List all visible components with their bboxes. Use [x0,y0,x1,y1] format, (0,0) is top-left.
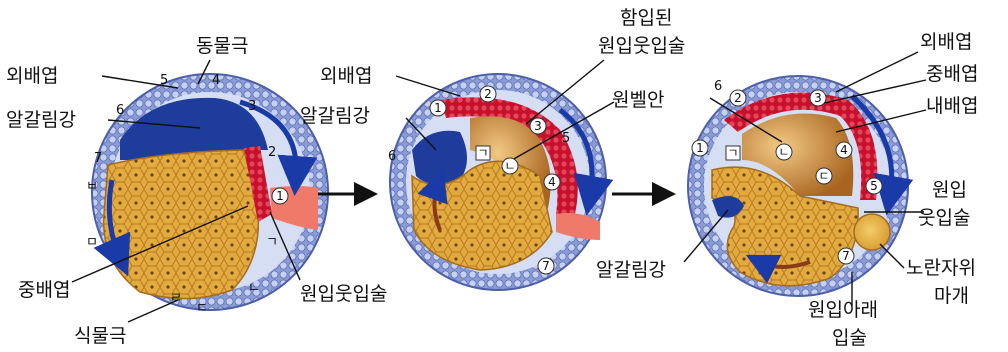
marker-2-3: 3 [534,119,542,133]
label-invaginated-lip-line1: 함입된 [620,7,672,29]
label-invaginated-lip: 함입된 원입웃입술 [598,7,685,57]
marker-3-digeut: ㄷ [818,169,829,183]
label-archenteron: 원벨안 [612,89,664,111]
label-upper-lip-3: 원입 웃입술 [918,179,973,229]
label-yolk-plug-3-line1: 노란자위 [906,257,976,279]
label-ectoderm-3: 외배엽 [920,31,972,53]
marker-1-6: 6 [116,103,124,118]
marker-2-5: 5 [562,131,570,146]
marker-2-7: 7 [542,259,550,273]
panel-2: 외배엽 알갈림강 함입된 원입웃입술 원벨안 1 2 3 4 5 6 7 ㄱ ㄴ [300,7,685,290]
yolk-mass-1 [104,150,259,299]
marker-1-5: 5 [160,73,168,88]
marker-2-giyeok: ㄱ [477,146,488,160]
marker-2-4: 4 [548,175,556,189]
marker-2-2: 2 [484,87,492,101]
marker-1-mieum: ㅁ [86,235,98,250]
leader-ectoderm-3 [836,52,918,92]
label-upper-lip-3-line1: 원입 [932,179,967,201]
marker-1-4: 4 [212,73,220,88]
label-mesoderm-1: 중배엽 [18,279,70,301]
label-lower-lip-3-line2: 입술 [832,327,867,349]
marker-3-6: 6 [714,79,722,94]
label-blastocoel-3: 알갈림강 [596,259,666,281]
marker-1-bieup: ㅂ [86,179,98,194]
marker-3-nieun: ㄴ [778,145,789,159]
panel-3: 외배엽 중배엽 내배엽 원입 웃입술 알갈림강 노란자위 마개 원입아래 입술 … [596,31,982,349]
label-lower-lip-3-line1: 원입아래 [808,299,878,321]
label-yolk-plug-3: 노란자위 마개 [906,257,982,307]
yolk-plug-3 [854,214,890,250]
label-blastopore-lip-1: 원입웃입술 [300,283,387,305]
label-blastocoel-1: 알갈림강 [6,109,76,131]
marker-2-1: 1 [434,101,442,115]
marker-3-3: 3 [814,91,822,105]
marker-1-rieul: ㄹ [170,291,182,306]
marker-2-6: 6 [388,149,396,164]
marker-1-digeut: ㄷ [196,301,208,316]
marker-2-nieun: ㄴ [504,159,515,173]
label-ectoderm-1: 외배엽 [6,65,58,87]
marker-1-2: 2 [268,145,276,160]
label-blastocoel-2: 알갈림강 [300,105,370,127]
marker-3-4: 4 [840,143,848,157]
marker-3-7: 7 [842,249,850,263]
marker-1-nieun: ㄴ [248,281,260,296]
marker-3-1: 1 [696,141,704,155]
marker-1-1: 1 [276,189,284,203]
label-vegetal-pole: 식물극 [74,325,126,347]
label-yolk-plug-3-line2: 마개 [934,285,969,307]
label-invaginated-lip-line2: 원입웃입술 [598,35,685,57]
marker-3-5: 5 [870,179,878,193]
marker-1-giyeok: ㄱ [266,235,278,250]
label-ectoderm-2: 외배엽 [320,65,372,87]
label-endoderm-3: 내배엽 [926,95,978,117]
label-lower-lip-3: 원입아래 입술 [808,299,884,349]
label-animal-pole: 동물극 [196,35,248,57]
marker-3-giyeok: ㄱ [727,146,738,160]
marker-1-7: 7 [94,151,102,166]
label-mesoderm-3: 중배엽 [926,63,978,85]
label-upper-lip-3-line2: 웃입술 [918,207,970,229]
marker-1-3: 3 [248,99,256,114]
marker-3-2: 2 [734,91,742,105]
